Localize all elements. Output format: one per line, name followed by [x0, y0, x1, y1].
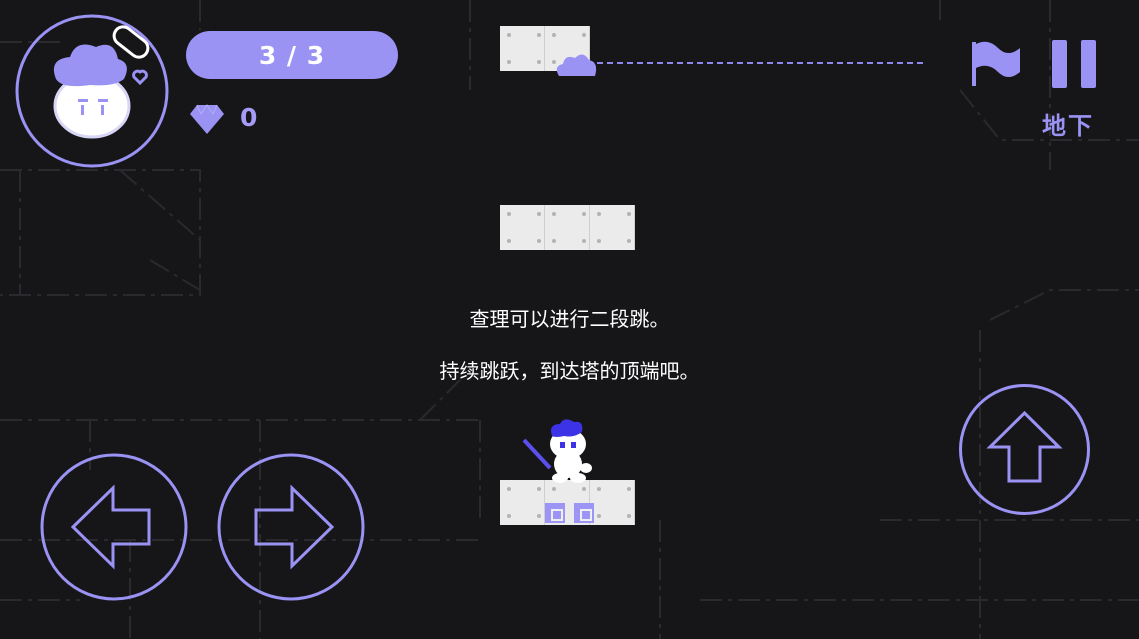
area-label: 地下 [1042, 112, 1094, 140]
platform-tile [590, 480, 635, 525]
platform-tile [545, 205, 590, 250]
flag-icon[interactable] [968, 38, 1024, 90]
move-right-button[interactable] [216, 452, 366, 602]
tutorial-hint-1: 查理可以进行二段跳。 [469, 307, 670, 331]
arrow-up-icon [986, 410, 1063, 483]
platform-tile [590, 205, 635, 250]
switch-block [574, 503, 594, 523]
gem-icon [190, 104, 224, 134]
charlie-character-icon [522, 419, 592, 483]
pause-icon[interactable] [1048, 38, 1102, 90]
goal-height-line [597, 62, 923, 64]
cloud-icon [556, 54, 597, 76]
charlie-avatar-icon [15, 14, 169, 168]
level-progress: 3 / 3 [186, 31, 398, 79]
switch-block [545, 503, 565, 523]
platform-tile [500, 205, 545, 250]
gem-count: 0 [240, 103, 258, 132]
arrow-right-icon [254, 484, 335, 570]
tutorial-hint-2: 持续跳跃，到达塔的顶端吧。 [439, 359, 700, 383]
ground-platform [500, 480, 635, 525]
arrow-left-icon [70, 484, 151, 570]
platform-tile [500, 26, 545, 71]
move-left-button[interactable] [39, 452, 189, 602]
platform-tile [500, 480, 545, 525]
middle-platform [500, 205, 635, 250]
jump-button[interactable] [958, 383, 1091, 516]
